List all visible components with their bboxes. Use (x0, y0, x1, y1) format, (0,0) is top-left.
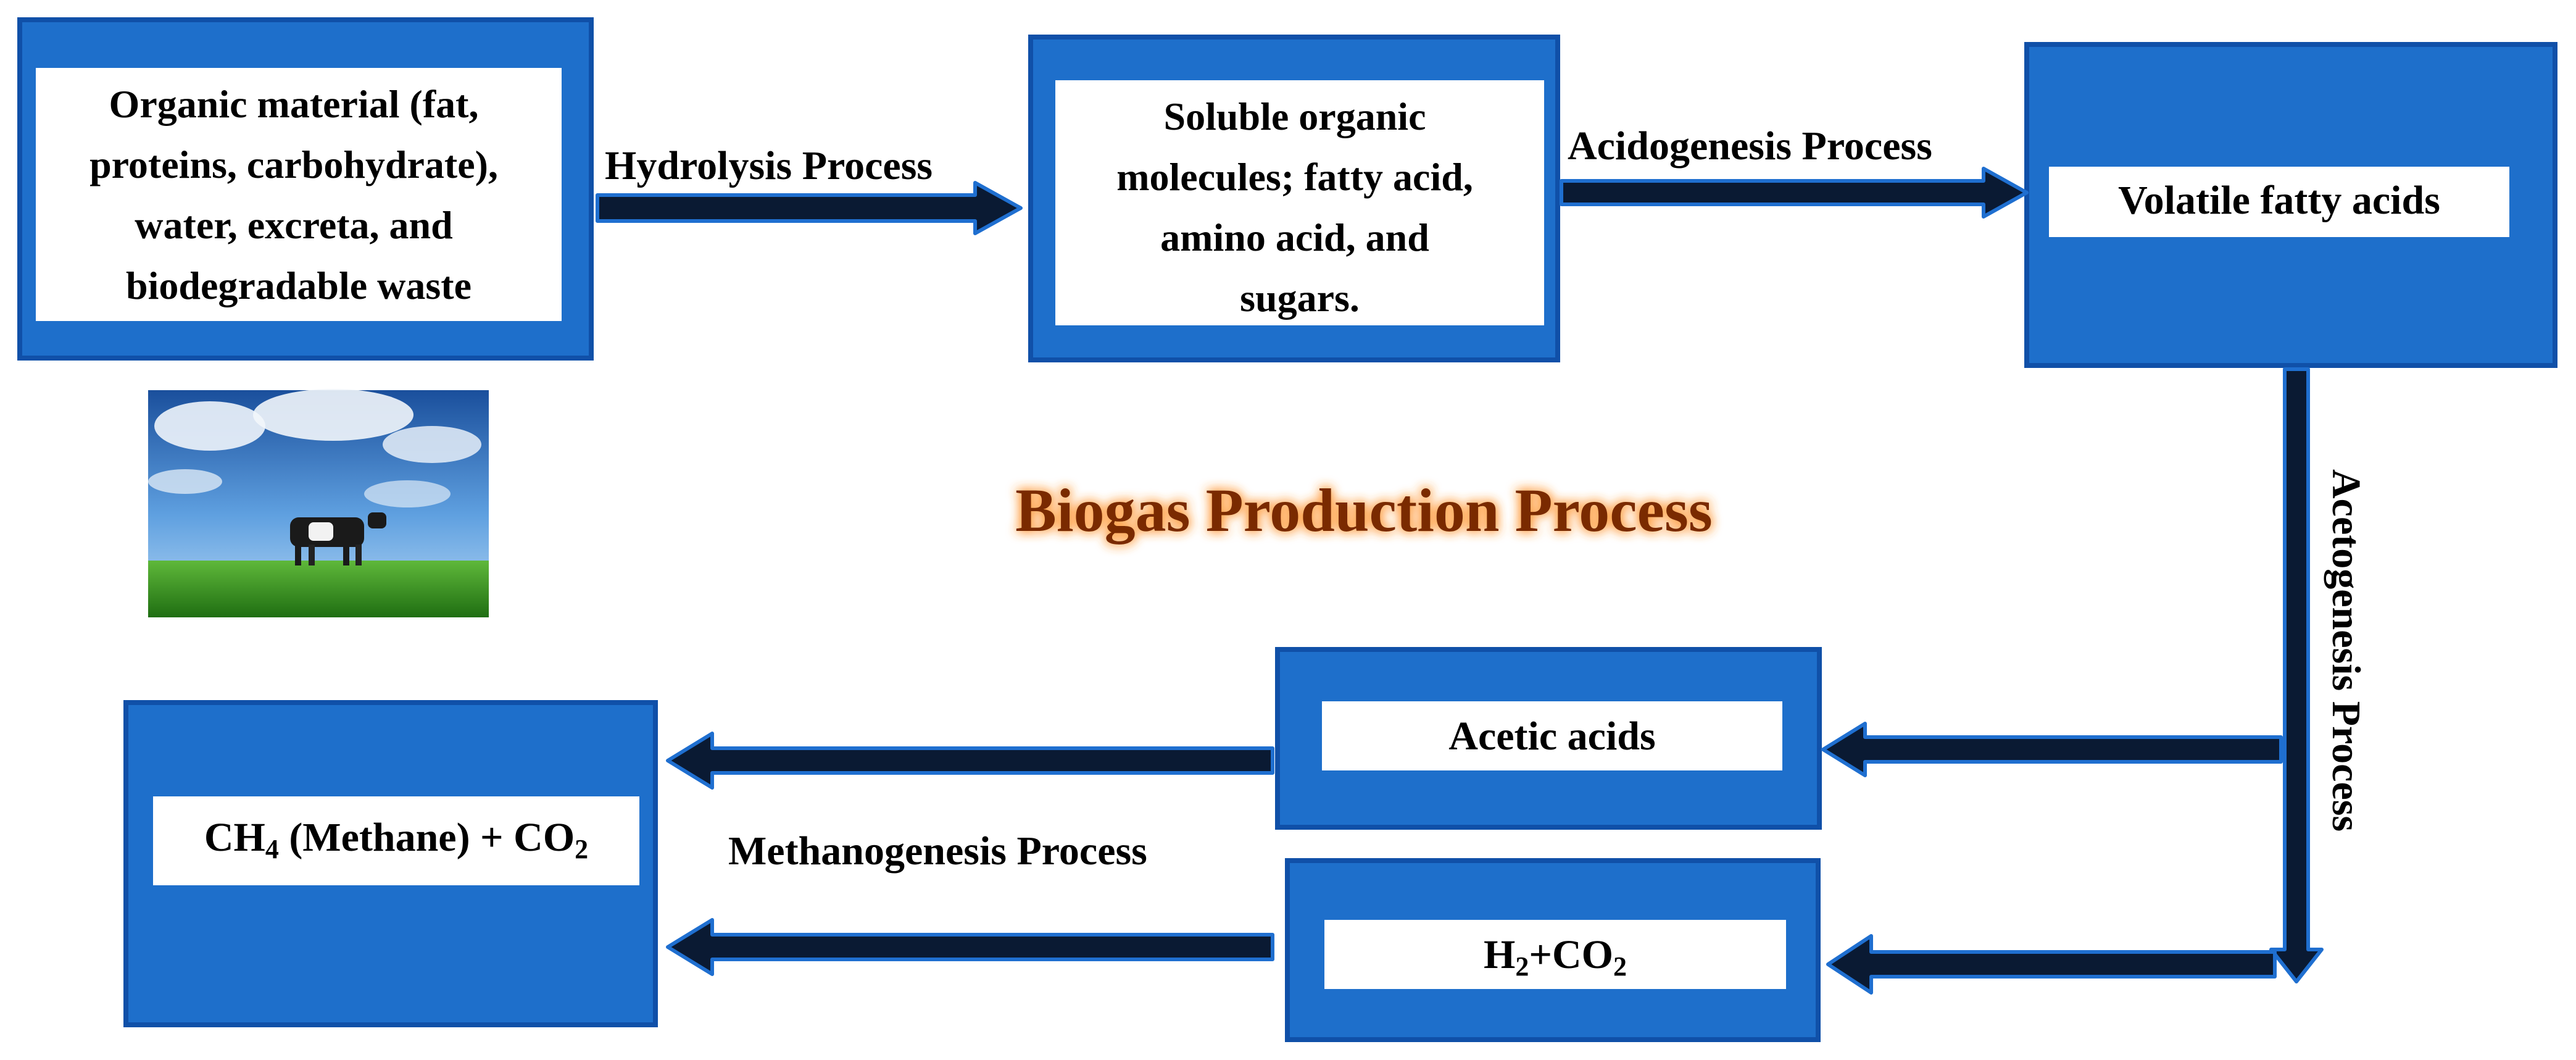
vfa-label: Volatile fatty acids (2118, 178, 2440, 223)
acetic-label: Acetic acids (1448, 714, 1655, 759)
soluble-line-1: Soluble organic (1164, 94, 1426, 138)
diagram-title: Biogas Production Process (1015, 476, 1713, 545)
svg-text:Soluble organic molecule: Soluble organic molecules; fatty acid, a… (1116, 94, 1483, 320)
soluble-line-2: molecules; fatty acid, (1116, 155, 1473, 199)
methanogenesis-arrow-bottom (666, 918, 1274, 976)
h2-co2-label: H2+CO2 (1484, 932, 1627, 982)
h2-co2-box: H2+CO2 (1285, 858, 1821, 1042)
organic-line-4: biodegradable waste (126, 264, 472, 307)
hydrolysis-arrow (596, 181, 1023, 235)
methane-box: CH4 (Methane) + CO2 (123, 700, 658, 1027)
organic-line-3: water, excreta, and (135, 203, 452, 247)
acidogenesis-label: Acidogenesis Process (1568, 123, 1932, 169)
acidogenesis-arrow (1560, 167, 2029, 219)
soluble-line-3: amino acid, and (1160, 215, 1429, 259)
volatile-fatty-acids-box: Volatile fatty acids (2024, 42, 2557, 368)
arrow-to-acetic (1821, 722, 2283, 777)
methane-label: CH4 (Methane) + CO2 (204, 815, 588, 864)
organic-material-box: Organic material (fat, proteins, carbohy… (17, 17, 594, 361)
soluble-molecules-box: Soluble organic molecules; fatty acid, a… (1028, 35, 1560, 362)
acetogenesis-arrow (2269, 367, 2324, 983)
organic-line-2: proteins, carbohydrate), (89, 143, 498, 186)
arrow-to-h2-co2 (1826, 934, 2277, 995)
svg-text:Organic material (fat, p: Organic material (fat, proteins, carbohy… (89, 82, 508, 307)
acetic-acids-box: Acetic acids (1275, 647, 1822, 830)
cow-in-field-photo (148, 389, 489, 617)
acetogenesis-label: Acetogenesis Process (2324, 469, 2369, 832)
soluble-line-4: sugars. (1240, 276, 1360, 320)
hydrolysis-label: Hydrolysis Process (605, 143, 933, 188)
organic-line-1: Organic material (fat, (109, 82, 479, 126)
methanogenesis-arrow-top (666, 732, 1274, 790)
methanogenesis-label: Methanogenesis Process (728, 828, 1147, 874)
